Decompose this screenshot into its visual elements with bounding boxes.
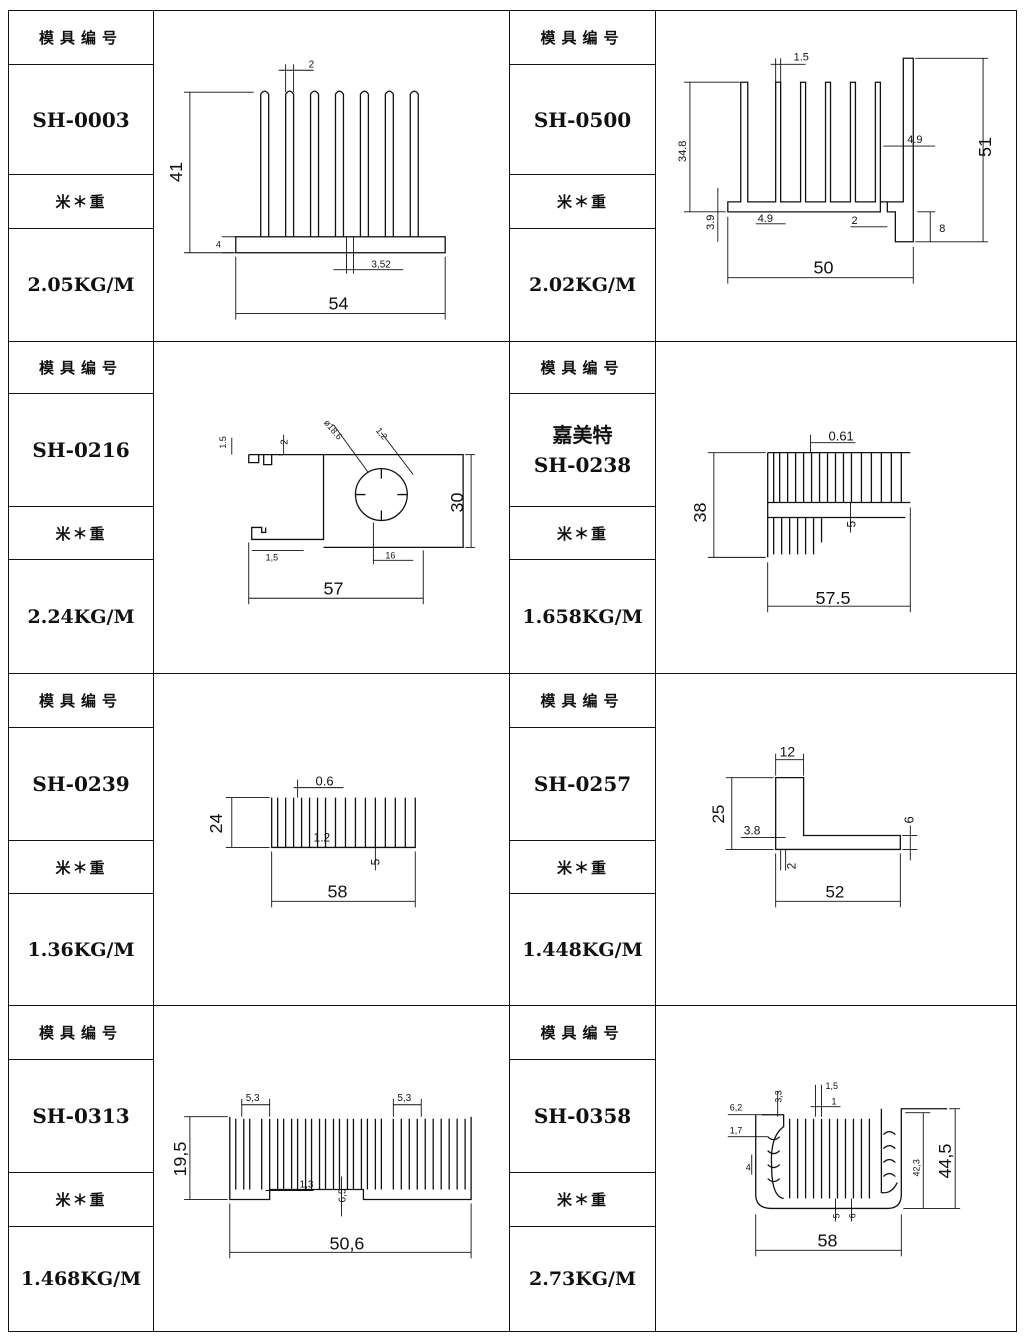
meter-weight-label: 米＊重 bbox=[509, 173, 656, 230]
profile-drawing-sh-0216: 30 57 1.5 2 ø18.6 1,2 1,5 16 bbox=[153, 340, 510, 674]
meter-weight-value: 1.468KG/M bbox=[8, 1226, 154, 1332]
dim-fin-height: 34.8 bbox=[677, 141, 689, 162]
mold-number-header: 模具编号 bbox=[509, 1004, 656, 1061]
meter-weight-label: 米＊重 bbox=[8, 505, 154, 561]
meter-weight-label: 米＊重 bbox=[509, 505, 656, 561]
dim-offset: 3.8 bbox=[744, 823, 761, 837]
meter-weight-label: 米＊重 bbox=[8, 839, 154, 895]
dim-post-width: 12 bbox=[780, 744, 796, 760]
meter-weight-label: 米＊重 bbox=[509, 839, 656, 895]
dim-step: 6,5 bbox=[337, 1188, 348, 1202]
profile-drawing-sh-0003: 41 54 2 4 3,52 bbox=[153, 10, 510, 342]
meter-weight-label: 米＊重 bbox=[509, 1171, 656, 1228]
dim-step: 2 bbox=[851, 215, 857, 227]
dim-fin-gap: 1.2 bbox=[314, 830, 331, 844]
meter-weight-value: 2.73KG/M bbox=[509, 1226, 656, 1332]
dim-fin-gap: 1,3 bbox=[300, 1179, 314, 1190]
meter-weight-value: 1.658KG/M bbox=[509, 559, 656, 674]
dim-slot: 1,2 bbox=[374, 426, 390, 442]
mold-code: SH-0313 bbox=[8, 1059, 154, 1173]
profile-drawing-sh-0313: 19,5 50,6 5,3 5,3 1,3 6,5 bbox=[153, 1004, 510, 1333]
profile-drawing-sh-0239: 24 58 0.6 1.2 5 bbox=[153, 672, 510, 1006]
dim-rib: 4 bbox=[746, 1162, 751, 1172]
mold-code-block: 嘉美特 SH-0238 bbox=[509, 393, 656, 507]
dim-height: 19,5 bbox=[170, 1141, 190, 1176]
mold-code: SH-0257 bbox=[509, 727, 656, 841]
dim-height: 38 bbox=[690, 502, 710, 522]
dim-base: 5 bbox=[368, 858, 382, 865]
meter-weight-label: 米＊重 bbox=[8, 173, 154, 230]
dim-offset: 16 bbox=[385, 550, 395, 560]
dim-fin-thickness: 0.61 bbox=[829, 429, 854, 444]
dim-width: 54 bbox=[329, 294, 349, 314]
dim-foot: 1,5 bbox=[266, 552, 278, 562]
mold-code: SH-0358 bbox=[509, 1059, 656, 1173]
dim-foot: 6 bbox=[847, 1213, 857, 1218]
dim-fin-thickness: 2 bbox=[309, 59, 315, 70]
dim-foot: 8 bbox=[939, 223, 945, 235]
dim-height: 41 bbox=[166, 162, 186, 182]
mold-code: SH-0003 bbox=[8, 64, 154, 175]
mold-number-header: 模具编号 bbox=[8, 672, 154, 729]
dim-wall: 1,7 bbox=[730, 1126, 742, 1136]
dim-width: 52 bbox=[826, 882, 845, 901]
mold-code: SH-0239 bbox=[8, 727, 154, 841]
mold-code: SH-0216 bbox=[8, 393, 154, 507]
mold-number-header: 模具编号 bbox=[8, 340, 154, 395]
mold-code: SH-0238 bbox=[533, 453, 632, 478]
dim-gap: 5 bbox=[844, 520, 858, 527]
dim-wall: 4.9 bbox=[907, 134, 922, 146]
dim-lip-height: 3,3 bbox=[774, 1090, 784, 1102]
dim-height: 30 bbox=[447, 492, 467, 512]
mold-number-header: 模具编号 bbox=[509, 672, 656, 729]
dim-base: 3.9 bbox=[705, 215, 717, 230]
mold-code: SH-0500 bbox=[509, 64, 656, 175]
dim-height: 24 bbox=[206, 813, 226, 833]
meter-weight-value: 1.448KG/M bbox=[509, 893, 656, 1006]
dim-bore: ø18.6 bbox=[322, 418, 344, 442]
dim-width: 50 bbox=[814, 258, 834, 278]
meter-weight-value: 2.02KG/M bbox=[509, 228, 656, 342]
dim-gap: 4.9 bbox=[758, 213, 773, 225]
dim-width: 57 bbox=[324, 578, 344, 598]
dim-width: 58 bbox=[818, 1230, 838, 1250]
dim-width: 58 bbox=[328, 881, 348, 901]
dim-inner-height: 42,3 bbox=[911, 1159, 921, 1176]
dim-notch: 2 bbox=[785, 862, 799, 869]
dim-fin-thickness: 1,5 bbox=[826, 1081, 838, 1091]
profile-drawing-sh-0500: 51 50 34.8 1.5 4.9 4.9 2 3.9 8 bbox=[655, 10, 1017, 342]
dim-width: 50,6 bbox=[330, 1233, 365, 1253]
dim-lip: 1.5 bbox=[218, 436, 228, 448]
dim-fin-gap: 3,52 bbox=[371, 260, 391, 271]
dim-groove: 2 bbox=[280, 439, 291, 445]
dim-base-thickness: 4 bbox=[216, 240, 221, 250]
meter-weight-value: 1.36KG/M bbox=[8, 893, 154, 1006]
dim-lip-width: 6,2 bbox=[730, 1103, 742, 1113]
meter-weight-label: 米＊重 bbox=[8, 1171, 154, 1228]
dim-fin-gap: 1 bbox=[832, 1097, 837, 1107]
mold-number-header: 模具编号 bbox=[509, 340, 656, 395]
dim-base: 5 bbox=[831, 1213, 841, 1218]
dim-block-left: 5,3 bbox=[246, 1093, 260, 1104]
dim-block-right: 5,3 bbox=[397, 1093, 411, 1104]
profile-drawing-sh-0238: 38 57.5 0.61 5 bbox=[655, 340, 1017, 674]
profile-drawing-sh-0358: 44,5 58 42,3 6,2 3,3 1,5 1 1,7 4 5 6 bbox=[655, 1004, 1017, 1333]
dim-width: 57.5 bbox=[816, 588, 851, 608]
dim-height: 44,5 bbox=[935, 1143, 955, 1178]
brand-name: 嘉美特 bbox=[552, 423, 613, 448]
profile-drawing-sh-0257: 25 52 12 3.8 2 6 bbox=[655, 672, 1017, 1006]
meter-weight-value: 2.05KG/M bbox=[8, 228, 154, 342]
dim-height: 51 bbox=[975, 137, 995, 157]
mold-number-header: 模具编号 bbox=[8, 1004, 154, 1061]
dim-fin-thickness: 0.6 bbox=[316, 774, 334, 789]
meter-weight-value: 2.24KG/M bbox=[8, 559, 154, 674]
catalog-table: 模具编号 bbox=[8, 9, 1017, 1333]
dim-fin-thickness: 1.5 bbox=[794, 51, 809, 63]
mold-number-header: 模具编号 bbox=[8, 9, 154, 66]
dim-flange: 6 bbox=[901, 816, 916, 823]
dim-height: 25 bbox=[709, 805, 728, 824]
mold-number-header: 模具编号 bbox=[509, 9, 656, 66]
